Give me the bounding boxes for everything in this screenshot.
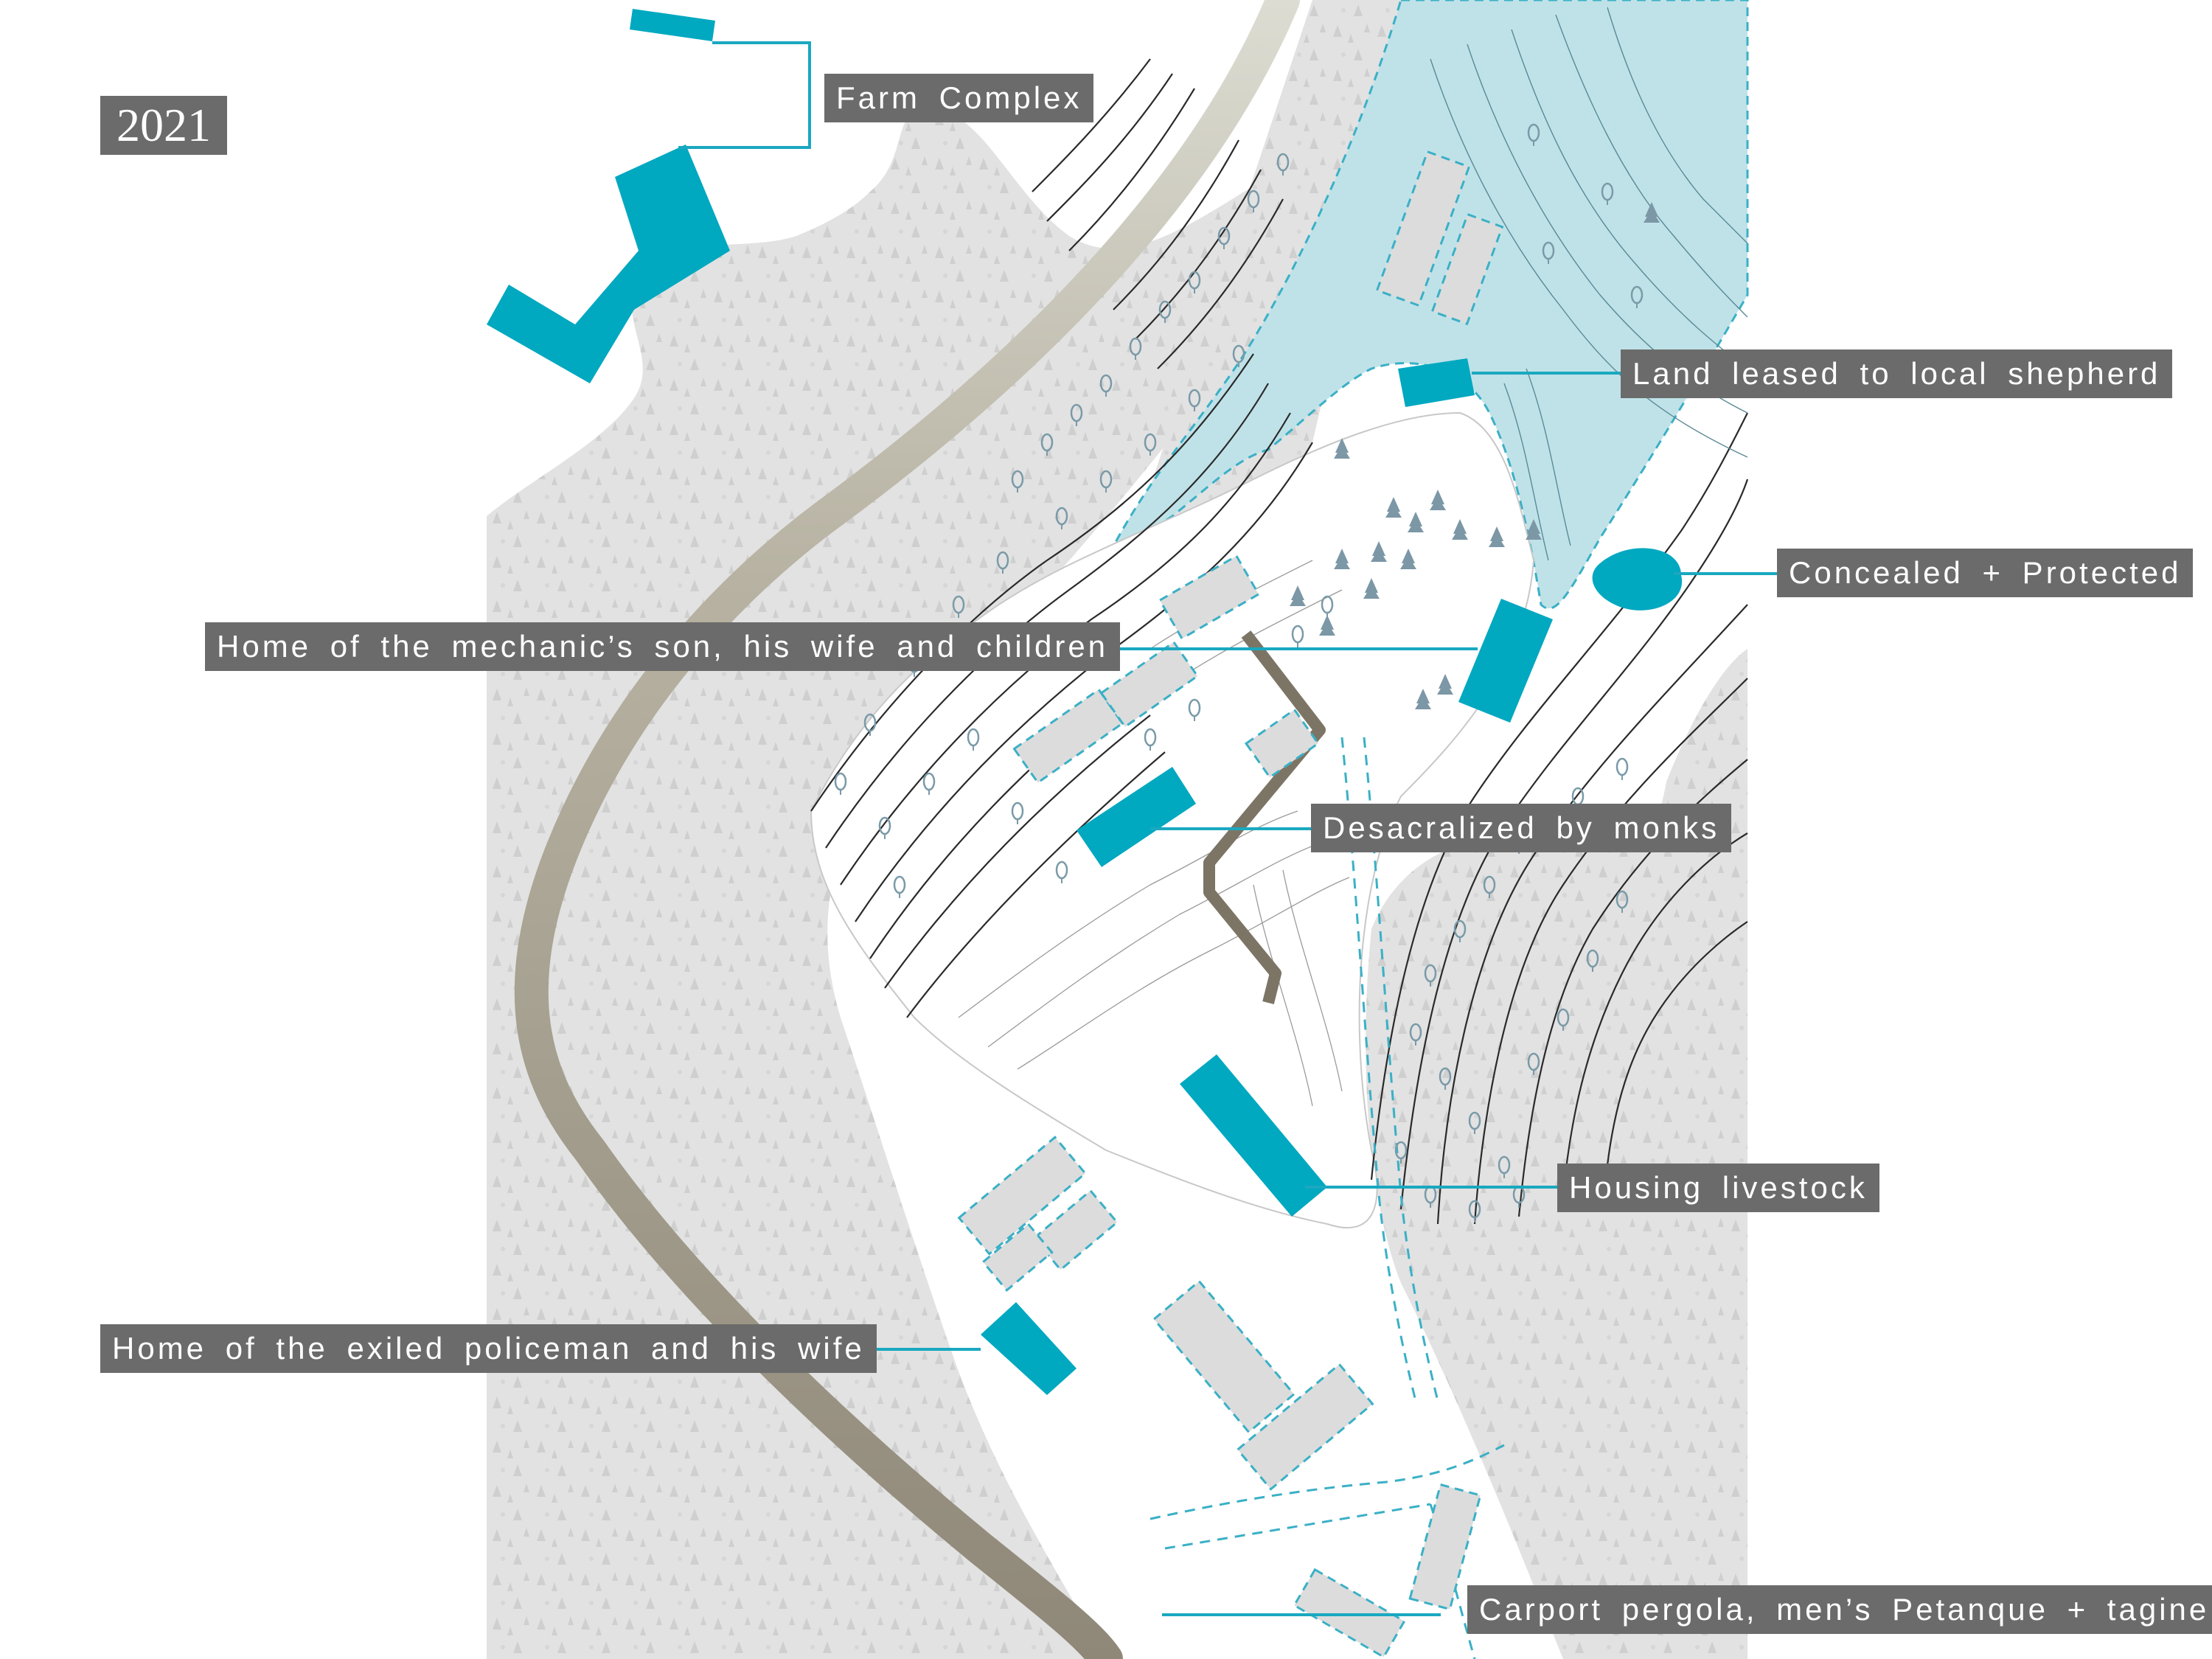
contour-lines-right (1370, 412, 1749, 1225)
track (1203, 630, 1326, 1004)
desacralized-chapel (1077, 767, 1196, 867)
label-policeman-home: Home of the exiled policeman and his wif… (100, 1324, 877, 1373)
livestock-barn (1180, 1054, 1327, 1217)
label-carport: Carport pergola, men’s Petanque + tagine (1467, 1585, 2212, 1634)
label-housing-livestock: Housing livestock (1557, 1164, 1879, 1212)
farm-complex-building-small (630, 9, 715, 41)
policeman-home (981, 1302, 1077, 1395)
concealed-building (1592, 548, 1683, 611)
clearing-contours (958, 560, 1350, 1107)
shepherd-building (1398, 358, 1475, 407)
label-land-leased: Land leased to local shepherd (1621, 349, 2173, 398)
site-clearing (810, 411, 1535, 1228)
forest-area-right (1366, 649, 1747, 1659)
mechanic-son-home (1458, 599, 1553, 723)
label-mechanic-home: Home of the mechanic’s son, his wife and… (205, 622, 1121, 671)
leader-lines (678, 41, 1777, 1616)
label-desacralized: Desacralized by monks (1311, 804, 1732, 852)
label-concealed-protected: Concealed + Protected (1777, 549, 2194, 597)
year-label: 2021 (100, 96, 227, 155)
ghost-buildings (957, 150, 1504, 1659)
highlight-buildings (487, 9, 1683, 1395)
farm-complex-building-main (487, 145, 730, 383)
label-farm-complex: Farm Complex (824, 74, 1094, 122)
pasture-area (1105, 0, 1749, 610)
road (514, 0, 1300, 1659)
